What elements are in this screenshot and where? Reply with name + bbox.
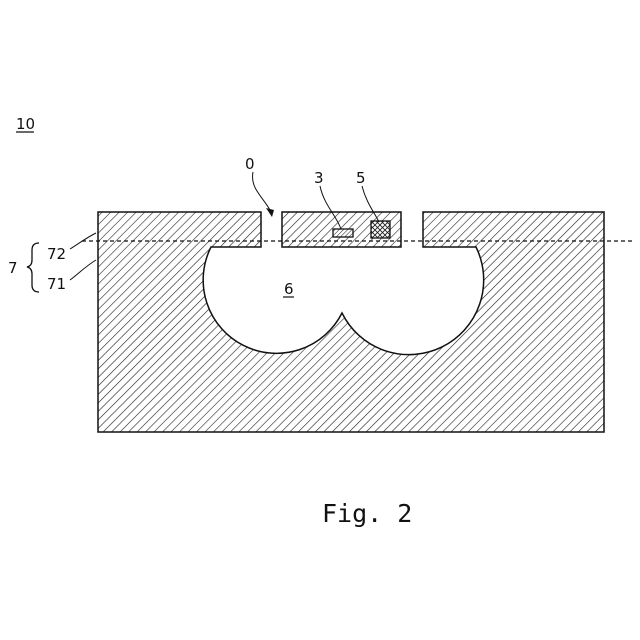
label-layer-group: 7 [8, 259, 18, 277]
layer-brace [27, 243, 39, 292]
label-cavity: 6 [284, 280, 294, 298]
label-element-5: 5 [356, 169, 366, 187]
element-3 [333, 229, 353, 237]
leader-71 [70, 260, 96, 280]
figure-caption: Fig. 2 [322, 499, 412, 528]
element-5 [371, 221, 390, 238]
figure-number: 10 [16, 115, 35, 133]
substrate-body [98, 212, 604, 432]
label-upper-layer: 72 [47, 245, 66, 263]
leader-0 [253, 172, 270, 210]
label-opening: 0 [245, 155, 255, 173]
label-lower-layer: 71 [47, 275, 66, 293]
leader-0-arrowhead [266, 208, 274, 217]
label-element-3: 3 [314, 169, 324, 187]
